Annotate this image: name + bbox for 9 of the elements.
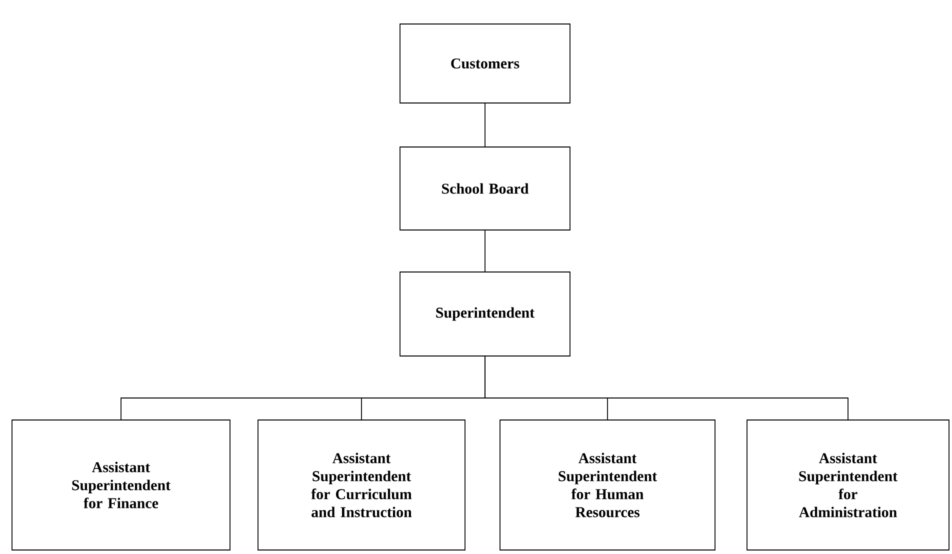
org-box: Assistant Superintendent for Administration bbox=[746, 420, 950, 550]
org-box: Assistant Superintendent for Human Resources bbox=[500, 420, 716, 550]
connector-line bbox=[484, 103, 486, 147]
org-box: Customers bbox=[400, 24, 570, 104]
org-box: Assistant Superintendent for Curriculum and Instruction bbox=[258, 420, 466, 550]
connector-line bbox=[484, 230, 486, 272]
org-box: School Board bbox=[400, 146, 570, 230]
org-box: Superintendent bbox=[400, 272, 570, 356]
org-box: Assistant Superintendent for Finance bbox=[12, 420, 230, 550]
